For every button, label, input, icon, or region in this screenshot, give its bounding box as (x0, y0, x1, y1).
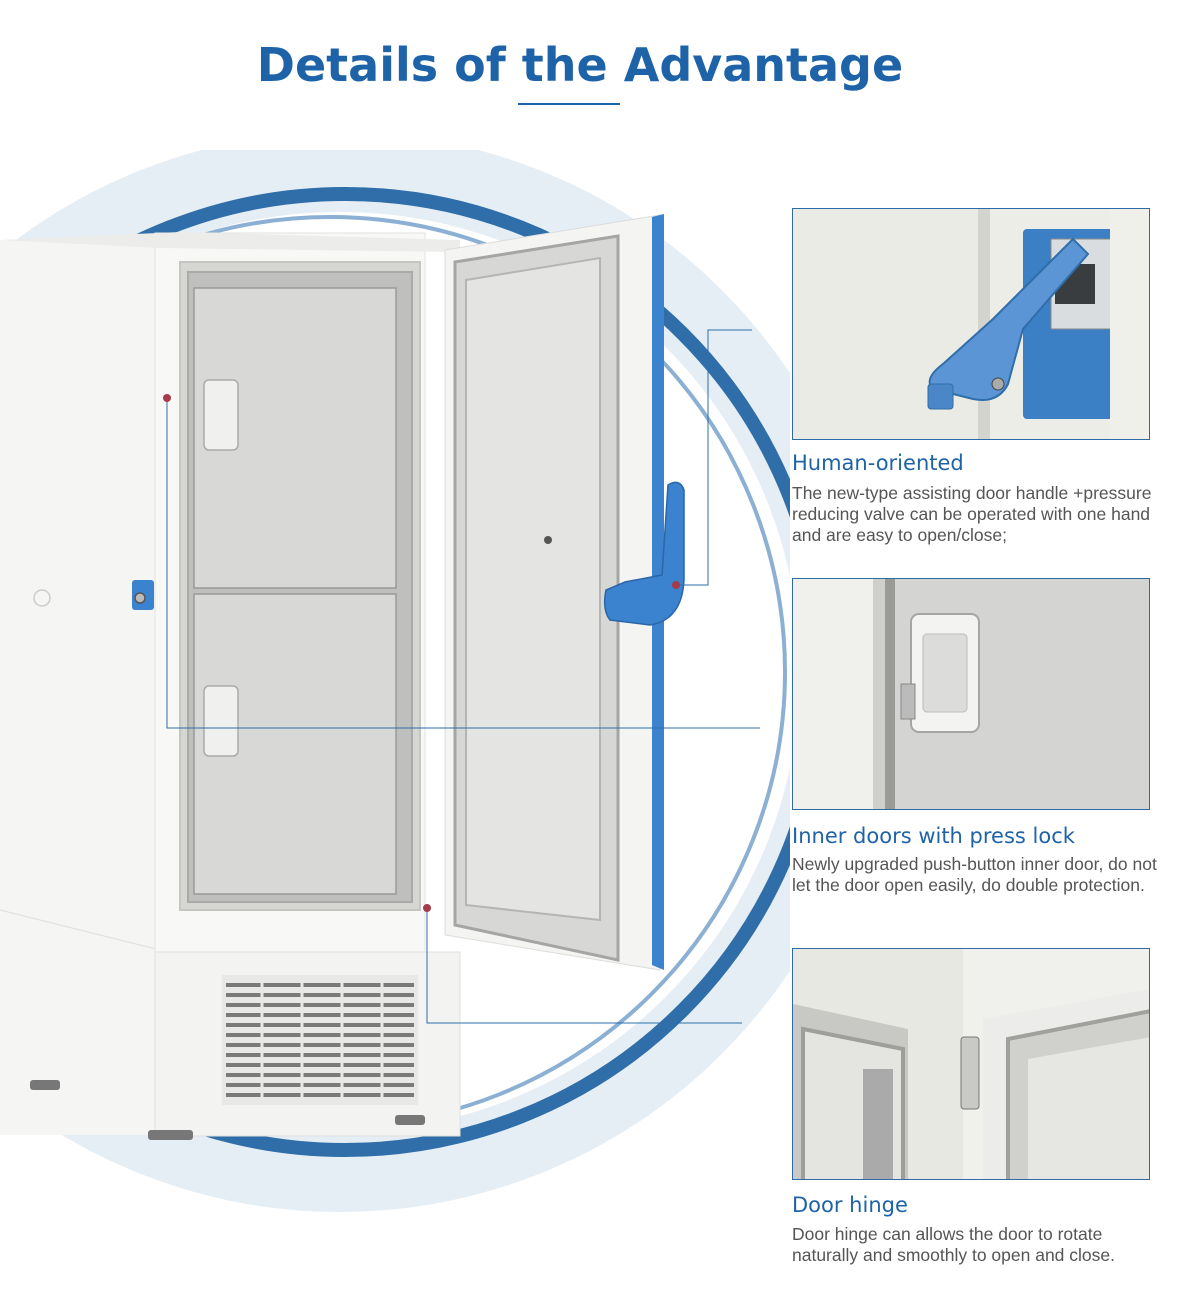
callout-dot-inner-door (163, 394, 171, 402)
freezer-side-panel (0, 240, 160, 1135)
feature-title-inner-doors: Inner doors with press lock (792, 824, 1075, 848)
freezer-illustration (0, 150, 790, 1212)
page-title: Details of the Advantage (256, 38, 904, 92)
hinge-icon (960, 1036, 980, 1110)
inner-door-latch-lower (203, 685, 239, 757)
callout-dot-hinge (423, 904, 431, 912)
handle-icon (928, 237, 1090, 401)
vent-grille (222, 975, 418, 1105)
door-handle-icon (603, 481, 685, 626)
inner-door-latch-upper (203, 379, 239, 451)
callout-lines (166, 329, 760, 1024)
title-underline (518, 103, 620, 105)
callout-dot-handle (672, 581, 680, 589)
hinge-closeup-image (792, 948, 1150, 1180)
feature-desc-human-oriented: The new-type assisting door handle +pres… (792, 483, 1152, 545)
feature-title-door-hinge: Door hinge (792, 1193, 908, 1217)
feature-desc-door-hinge: Door hinge can allows the door to rotate… (792, 1224, 1115, 1265)
handle-closeup-image (792, 208, 1150, 440)
feature-desc-inner-doors: Newly upgraded push-button inner door, d… (792, 854, 1157, 895)
ring-background (0, 150, 790, 1212)
inner-door-closeup-image (792, 578, 1150, 810)
ring-outer (0, 187, 790, 1157)
feature-title-human-oriented: Human-oriented (792, 451, 964, 475)
